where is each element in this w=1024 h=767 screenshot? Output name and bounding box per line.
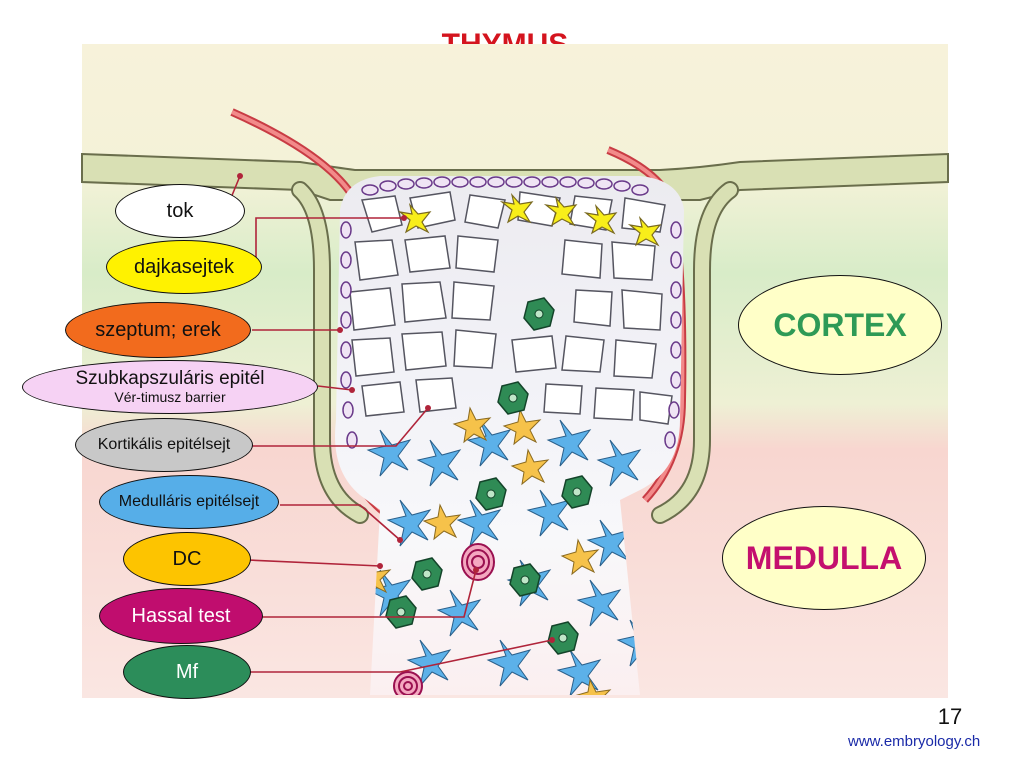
label-subcapsular-line2: Vér-timusz barrier	[114, 388, 226, 405]
label-subcapsular-line1: Szubkapszuláris epitél	[75, 367, 265, 389]
region-cortex-text: CORTEX	[773, 306, 907, 343]
label-hassal: Hassal test	[99, 588, 263, 644]
label-mf: Mf	[123, 645, 251, 699]
region-medulla: MEDULLA	[722, 506, 926, 610]
macrophage-nuclei	[396, 309, 582, 643]
label-dc: DC	[123, 532, 251, 586]
label-kortikalis-text: Kortikális epitélsejt	[97, 436, 231, 454]
subcapsular-epithelium	[340, 176, 682, 449]
label-hassal-text: Hassal test	[131, 605, 231, 627]
label-tok-text: tok	[166, 200, 194, 222]
label-szeptum-text: szeptum; erek	[95, 319, 221, 341]
label-dajkasejtek: dajkasejtek	[106, 240, 262, 294]
label-szeptum: szeptum; erek	[65, 302, 251, 358]
septum-right-inner	[653, 183, 737, 522]
leader-lines	[225, 175, 553, 673]
nurse-cells	[397, 192, 662, 247]
page-number: 17	[937, 704, 963, 729]
label-tok: tok	[115, 184, 245, 238]
website-credit: www.embryology.ch	[848, 733, 981, 750]
septum-left-inner	[293, 183, 367, 522]
label-mf-text: Mf	[175, 661, 199, 683]
hassal-bodies	[393, 543, 495, 695]
region-cortex: CORTEX	[738, 275, 942, 375]
label-dajkasejtek-text: dajkasejtek	[133, 256, 235, 278]
leader-dots	[237, 173, 555, 643]
label-kortikalis: Kortikális epitélsejt	[75, 418, 253, 472]
label-dc-text: DC	[172, 548, 202, 570]
label-medullaris-text: Medulláris epitélsejt	[118, 493, 260, 511]
label-subcapsular: Szubkapszuláris epitél Vér-timusz barrie…	[22, 360, 318, 414]
label-medullaris: Medulláris epitélsejt	[99, 475, 279, 529]
region-medulla-text: MEDULLA	[745, 539, 903, 576]
